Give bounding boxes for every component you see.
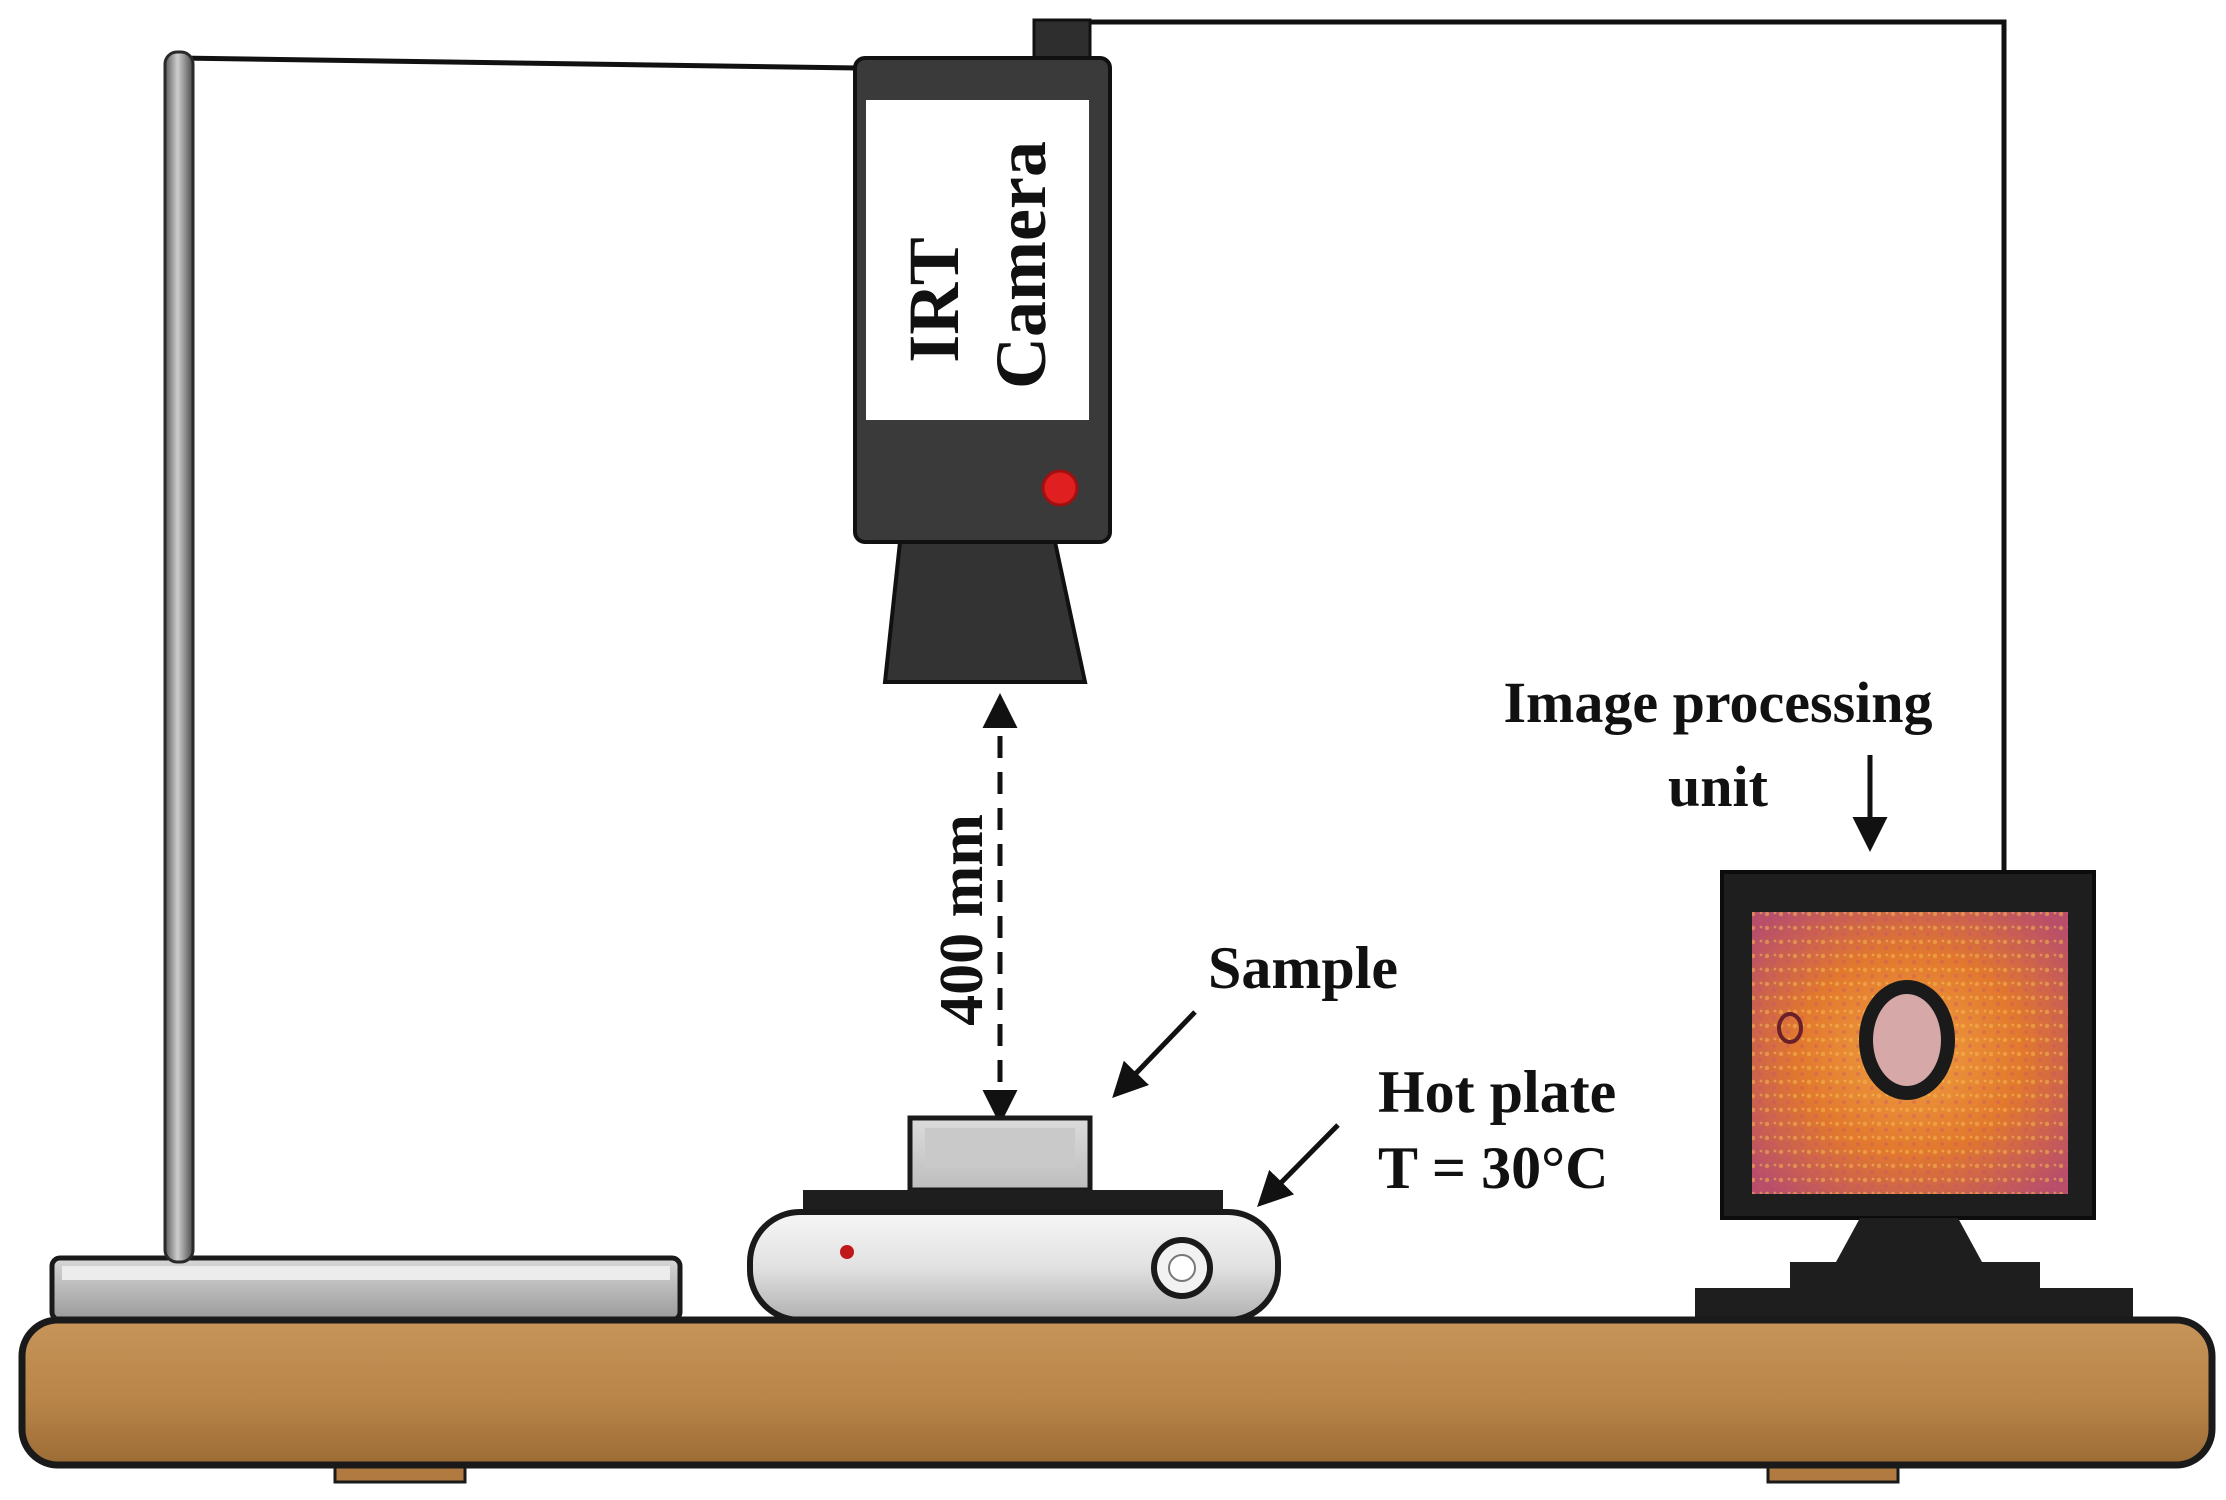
camera-label-panel (866, 100, 1089, 420)
stand-rod (163, 50, 195, 1264)
table-top (18, 1316, 2216, 1469)
camera-lens (882, 540, 1088, 684)
sample-pointer (1112, 1010, 1197, 1099)
camera-label-line1: IRT (894, 237, 974, 363)
stand (49, 50, 683, 1323)
hotplate-knob-inner (1168, 1254, 1196, 1282)
stand-base-top (62, 1266, 670, 1280)
thermal-hot-spot (1873, 994, 1941, 1086)
hotplate-indicator (840, 1245, 854, 1259)
camera-indicator-light (1041, 469, 1079, 507)
table (18, 1316, 2216, 1484)
distance-label: 400 mm (928, 814, 996, 1026)
camera-to-monitor-cable (1060, 19, 2007, 910)
monitor-icon: Image processing unit (1503, 670, 2133, 1322)
sample-label: Sample (1208, 935, 1398, 1001)
camera-label-line2: Camera (981, 141, 1061, 389)
monitor-stand (1790, 1262, 2040, 1288)
monitor-base (1695, 1288, 2133, 1322)
stand-arm-cable (177, 55, 859, 71)
hotplate-icon: Hot plate T = 30°C (747, 1059, 1616, 1323)
sample: Sample (907, 935, 1398, 1193)
camera-icon: IRT Camera (853, 18, 1112, 684)
hotplate-label-line2: T = 30°C (1378, 1135, 1608, 1201)
hotplate-pointer (1257, 1123, 1340, 1207)
distance-indicator: 400 mm (928, 693, 1018, 1125)
monitor-neck (1836, 1218, 1982, 1262)
sample-inner (925, 1128, 1075, 1168)
processing-label-line2: unit (1668, 754, 1769, 819)
thermal-small-spot (1777, 1012, 1803, 1044)
hotplate-label-line1: Hot plate (1378, 1059, 1616, 1125)
processing-label-line1: Image processing (1503, 670, 1932, 735)
